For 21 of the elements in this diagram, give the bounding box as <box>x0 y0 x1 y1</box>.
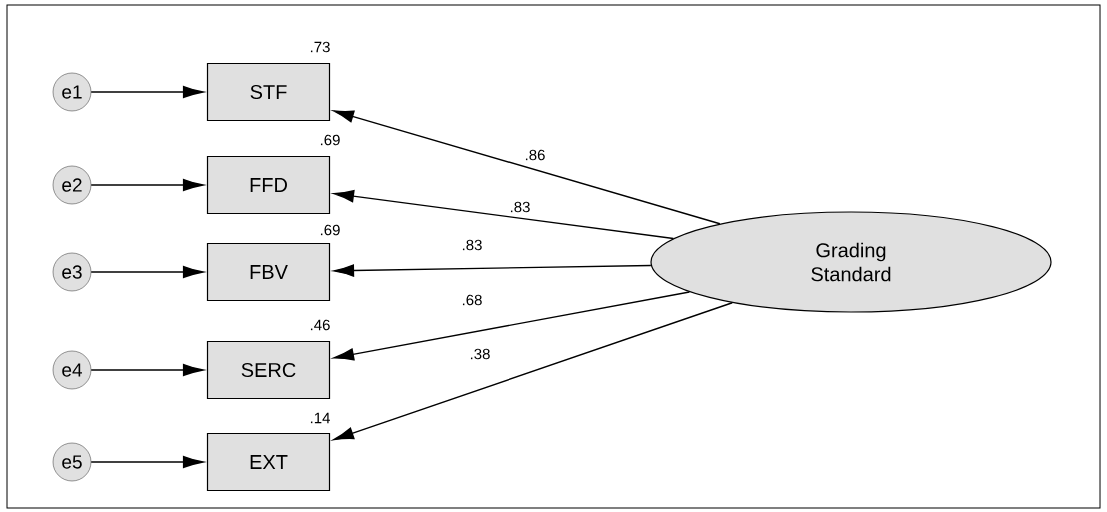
arrow <box>90 363 204 377</box>
arrow <box>90 178 204 192</box>
arrow <box>333 110 721 225</box>
variable-box: FBV <box>206 242 331 302</box>
r-squared-value: .46 <box>310 319 330 331</box>
edge-label: .83 <box>508 200 532 214</box>
r-squared-value: .73 <box>310 41 330 53</box>
r-squared-value: .14 <box>310 412 330 424</box>
arrow <box>90 455 204 469</box>
arrow <box>333 264 652 277</box>
variable-box: STF <box>206 62 331 122</box>
arrow <box>90 265 204 279</box>
arrow <box>333 190 675 240</box>
r-squared-value: .69 <box>320 134 340 146</box>
variable-box: SERC <box>206 340 331 400</box>
arrow <box>90 85 204 99</box>
edge-label: .83 <box>460 238 484 252</box>
r-squared-value: .69 <box>320 224 340 236</box>
edge-label: .86 <box>523 148 547 162</box>
variable-box: FFD <box>206 155 331 215</box>
variable-box: EXT <box>206 432 331 492</box>
